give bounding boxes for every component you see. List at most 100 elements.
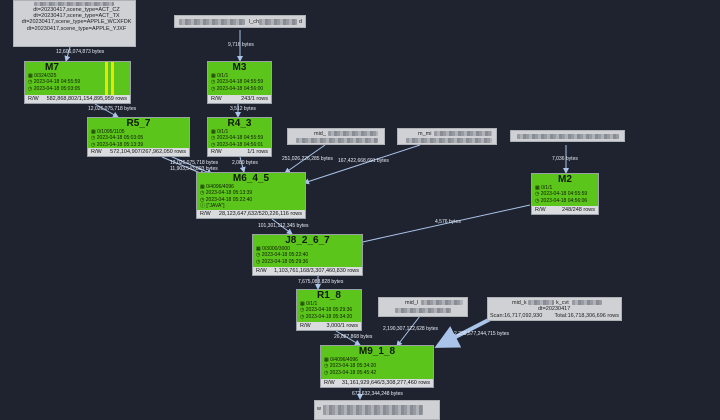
clock-icon: ◷	[211, 79, 217, 86]
scan-rows: Scan:16,717,092,930	[490, 313, 543, 319]
grid-icon: ▦	[211, 129, 218, 135]
rw-rows: 243/1 rows	[241, 96, 268, 102]
grid-icon: ▦	[200, 184, 207, 190]
edge-label: 672,632,344,248 bytes	[352, 391, 403, 397]
grid-icon: ▦	[256, 246, 263, 252]
rw-rows: 572,104,907/267,962,050 rows	[110, 149, 186, 155]
end-row: ◷ 2023-04-18 04:56:06	[535, 197, 588, 204]
grid-icon: ▦	[211, 73, 218, 79]
grid-icon: ▦	[28, 73, 35, 79]
stage-node-r5-7[interactable]: R5_7 ▦ 0/1095/1105 ◷ 2023-04-18 05:03:05…	[87, 117, 190, 157]
edge-label: 3,512 bytes	[230, 106, 256, 112]
blurred-table-name	[517, 134, 619, 139]
edge-label: 251,026,226,285 bytes	[282, 156, 333, 162]
source-table-mid1[interactable]: mid_	[287, 128, 385, 145]
tasks-row: ▦ 0/1/1	[211, 73, 229, 79]
clock-icon: ◷	[200, 190, 206, 197]
source-table-right[interactable]	[510, 130, 625, 142]
stage-node-r4-3[interactable]: R4_3 ▦ 0/1/1 ◷ 2023-04-18 04:55:59 ◷ 202…	[207, 117, 272, 157]
end-row: ◷ 2023-04-18 05:45:42	[324, 369, 377, 376]
blurred-table-name	[434, 131, 492, 136]
clock-icon: ◷	[91, 141, 97, 148]
stage-node-m2[interactable]: M2 ▦ 0/1/1 ◷ 2023-04-18 04:55:59 ◷ 2023-…	[531, 173, 599, 215]
edge-label: 7,036 bytes	[552, 156, 578, 162]
partition-line: dt=20230417	[538, 306, 571, 312]
clock-icon: ◷	[300, 313, 306, 320]
start-row: ◷ 2023-04-18 05:03:05	[91, 135, 144, 142]
stage-name: M7	[45, 62, 59, 73]
rw-rows: 3,000/1 rows	[326, 323, 359, 329]
stage-node-m7[interactable]: M7 ▦ 0/324/325 ◷ 2023-04-18 04:55:59 ◷ 2…	[24, 61, 131, 104]
stage-node-r1-8[interactable]: R1_8 ▦ 0/1/1 ◷ 2023-04-18 05:29:36 ◷ 202…	[296, 289, 362, 331]
start-row: ◷ 2023-04-18 04:55:59	[535, 191, 588, 198]
grid-icon: ▦	[324, 357, 331, 363]
edge-label: 12,606,074,873 bytes	[56, 49, 105, 55]
blurred-table-name	[328, 131, 378, 136]
partition-line: dt=20230417,scene_type=APPLE_YJXF	[26, 25, 127, 32]
stage-name: R4_3	[227, 118, 252, 129]
stage-name: M9_1_8	[358, 346, 396, 357]
grid-icon: ▦	[535, 185, 542, 191]
start-row: ◷ 2023-04-18 05:29:36	[300, 307, 353, 314]
tasks-row: ▦ 0/4096/4096	[200, 184, 234, 190]
total-rows: Total:16,718,306,696 rows	[554, 313, 619, 319]
language-row: ⓘ ["JAVA"]	[200, 202, 225, 209]
stage-node-j8-2-6-7[interactable]: J8_2_6_7 ▦ 0/3000/3000 ◷ 2023-04-18 05:2…	[252, 234, 363, 276]
blurred-table-name	[421, 300, 463, 305]
end-row: ◷ 2023-04-18 05:03:05	[28, 85, 81, 92]
start-row: ◷ 2023-04-18 04:55:59	[211, 79, 264, 86]
stage-node-m9-1-8[interactable]: M9_1_8 ▦ 0/4096/4096 ◷ 2023-04-18 05:34:…	[320, 345, 434, 388]
stage-node-m6-4-5[interactable]: M6_4_5 ▦ 0/4096/4096 ◷ 2023-04-18 05:13:…	[196, 172, 306, 219]
start-row: ◷ 2023-04-18 04:55:59	[211, 135, 264, 142]
edge-label: 2,190,307,122,628 bytes	[383, 326, 439, 332]
rw-rows: 582,868,802/1,154,895,959 rows	[46, 96, 127, 102]
end-row: ◷ 2023-04-18 05:13:39	[91, 141, 144, 148]
stage-name: J8_2_6_7	[285, 235, 330, 246]
stage-node-m3[interactable]: M3 ▦ 0/1/1 ◷ 2023-04-18 04:55:59 ◷ 2023-…	[207, 61, 272, 104]
tasks-row: ▦ 0/1/1	[211, 129, 229, 135]
clock-icon: ◷	[211, 135, 217, 142]
source-table-text: mid_k	[512, 300, 527, 306]
edge-label: 101,301,112,345 bytes	[258, 223, 309, 229]
rw-rows: 248/248 rows	[561, 207, 595, 213]
edge-m2-j8	[357, 204, 531, 245]
info-icon: ⓘ	[200, 202, 207, 209]
stage-name: M3	[232, 62, 247, 73]
blurred-table-name	[572, 300, 602, 305]
clock-icon: ◷	[28, 85, 34, 92]
partition-line: dt=20230417,scene_type=ACT_TX	[33, 13, 120, 20]
edge-r1-m9	[335, 330, 361, 346]
edge-label: 7,675,088,828 bytes	[298, 279, 344, 285]
blurred-table-name	[395, 308, 451, 313]
scan-source-bottom-right[interactable]: mid_k k_cvt dt=20230417 Scan:16,717,092,…	[487, 297, 622, 321]
output-table[interactable]: w	[314, 400, 440, 420]
tasks-row: ▦ 0/1/1	[535, 185, 553, 191]
rw-rows: 1/1 rows	[247, 149, 268, 155]
edge-mid1-m6	[284, 144, 326, 174]
source-table-bottom[interactable]: mid_l	[378, 297, 468, 317]
edge-label: 2,080 bytes	[232, 160, 258, 166]
partition-line: dt=20230417,scene_type=ACT_CZ	[33, 7, 120, 13]
edge-label: 11,903,543,893 bytes	[170, 166, 218, 172]
rw-rows: 28,123,647,632/520,226,116 rows	[218, 211, 302, 217]
source-table-text: mid_l	[405, 300, 419, 306]
clock-icon: ◷	[535, 197, 541, 204]
start-row: ◷ 2023-04-18 05:13:39	[200, 190, 253, 197]
edge-label: 167,422,668,691 bytes	[338, 158, 389, 164]
rw-rows: 31,161,929,646/3,308,277,460 rows	[341, 380, 430, 386]
blurred-table-name	[406, 138, 492, 143]
scan-source-top-left[interactable]: dt=20230417,scene_type=ACT_CZ dt=2023041…	[13, 0, 136, 47]
edge-label: 2,239,577,244,715 bytes	[454, 331, 510, 337]
source-table-suffix: d	[299, 19, 303, 25]
source-table-mid2[interactable]: m_mi	[397, 128, 497, 145]
source-table-top[interactable]: l_ch d	[174, 15, 306, 28]
edge-r4-m6	[239, 156, 246, 173]
end-row: ◷ 2023-04-18 05:22:40	[200, 196, 253, 203]
clock-icon: ◷	[324, 363, 330, 370]
clock-icon: ◷	[256, 258, 262, 265]
end-row: ◷ 2023-04-18 05:34:20	[300, 313, 353, 320]
